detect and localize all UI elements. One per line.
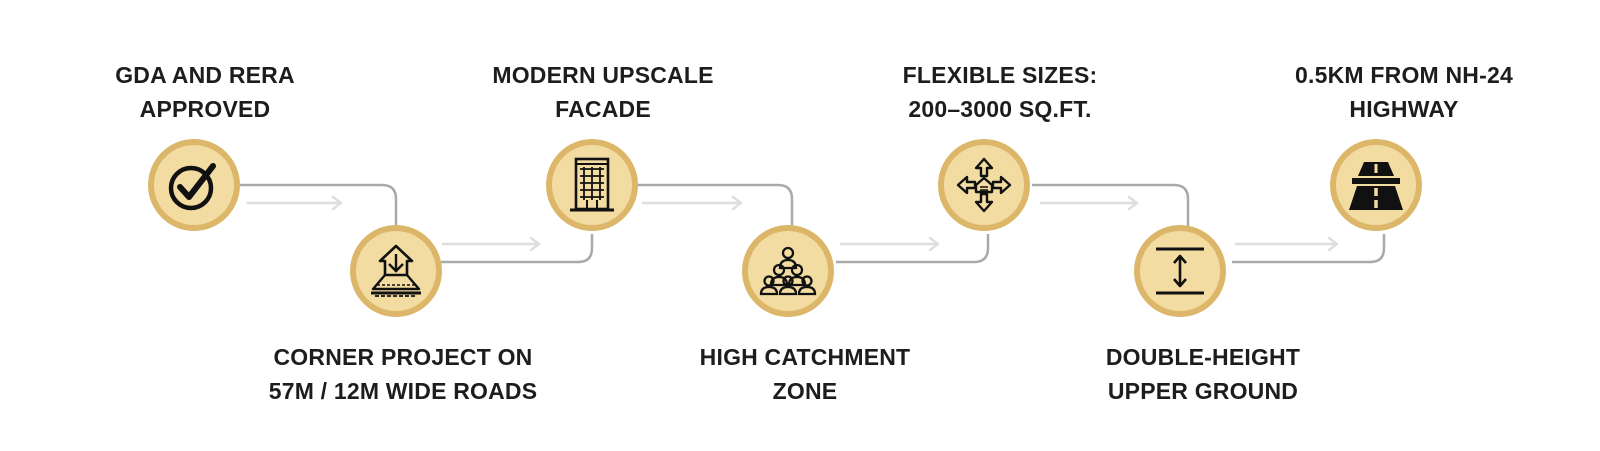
connector-6-7 <box>1232 234 1386 264</box>
step-2-node <box>350 225 442 317</box>
step-6-node <box>1134 225 1226 317</box>
step-7-line1: 0.5KM FROM NH-24 <box>1295 62 1513 88</box>
connector-2-3 <box>440 234 594 264</box>
step-6-line2: UPPER GROUND <box>1107 378 1299 404</box>
step-6-label: DOUBLE-HEIGHT UPPER GROUND <box>1053 340 1353 408</box>
step-1-line2: APPROVED <box>139 96 271 122</box>
connector-1-2 <box>240 183 398 228</box>
step-5-node <box>938 139 1030 231</box>
step-1-node <box>148 139 240 231</box>
building-facade-icon <box>570 157 614 212</box>
step-7-line2: HIGHWAY <box>1349 96 1459 122</box>
connector-4-5 <box>836 234 990 264</box>
step-4-line2: ZONE <box>772 378 838 404</box>
step-2-line1: CORNER PROJECT ON <box>273 344 533 370</box>
arrow-1 <box>246 195 343 211</box>
highway-road-icon <box>1349 162 1403 210</box>
step-3-node <box>546 139 638 231</box>
step-3-line2: FACADE <box>555 96 651 122</box>
vertical-height-icon <box>1156 247 1204 295</box>
step-6-line1: DOUBLE-HEIGHT <box>1105 344 1301 370</box>
connector-5-6 <box>1032 183 1190 228</box>
arrow-4 <box>839 236 940 252</box>
step-5-label: FLEXIBLE SIZES: 200–3000 SQ.FT. <box>850 58 1150 126</box>
step-2-line2: 57M / 12M WIDE ROADS <box>268 378 538 404</box>
arrow-2 <box>441 236 541 252</box>
house-on-corner-road-icon <box>371 244 421 297</box>
step-4-line1: HIGH CATCHMENT <box>699 344 911 370</box>
step-4-label: HIGH CATCHMENT ZONE <box>655 340 955 408</box>
arrow-3 <box>641 195 743 211</box>
arrow-5 <box>1039 195 1139 211</box>
step-2-label: CORNER PROJECT ON 57M / 12M WIDE ROADS <box>253 340 553 408</box>
step-7-label: 0.5KM FROM NH-24 HIGHWAY <box>1254 58 1554 126</box>
step-3-label: MODERN UPSCALE FACADE <box>453 58 753 126</box>
crowd-people-icon <box>759 246 817 296</box>
expand-arrows-icon <box>956 157 1012 213</box>
step-5-line2: 200–3000 SQ.FT. <box>908 96 1092 122</box>
step-4-node <box>742 225 834 317</box>
step-3-line1: MODERN UPSCALE <box>492 62 714 88</box>
connector-3-4 <box>636 183 794 228</box>
step-1-line1: GDA AND RERA <box>115 62 295 88</box>
step-1-label: GDA AND RERA APPROVED <box>55 58 355 126</box>
step-7-node <box>1330 139 1422 231</box>
arrow-6 <box>1234 236 1339 252</box>
checkmark-circle-icon <box>168 163 216 211</box>
step-5-line1: FLEXIBLE SIZES: <box>902 62 1098 88</box>
